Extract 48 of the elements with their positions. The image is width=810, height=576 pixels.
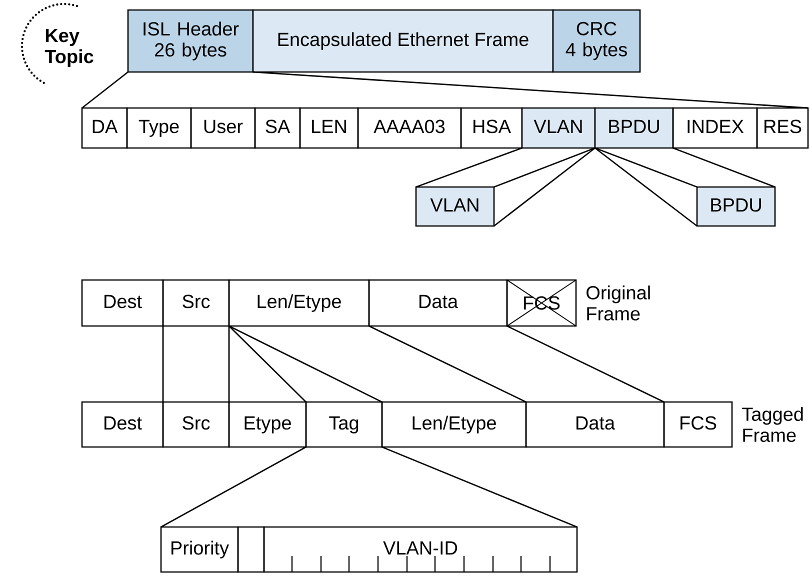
- expansion-line: [506, 325, 664, 403]
- frame-field: ISL Header 26 bytes: [127, 9, 254, 73]
- expansion-line: [494, 147, 596, 227]
- frame-label: Original Frame: [586, 286, 650, 320]
- expansion-line: [594, 147, 698, 227]
- expansion-line: [162, 326, 164, 402]
- field-detail-box: BPDU: [696, 186, 776, 227]
- frame-field: Len/Etype: [228, 279, 370, 327]
- expansion-line: [228, 326, 230, 402]
- expansion-line: [672, 147, 776, 188]
- frame-field: CRC 4 bytes: [552, 9, 641, 73]
- frame-field: Data: [368, 279, 508, 327]
- expansion-line: [368, 325, 526, 403]
- header-field: INDEX: [672, 107, 758, 149]
- empty-field: [237, 526, 265, 573]
- header-field: AAAA03: [357, 107, 462, 149]
- header-field: User: [190, 107, 256, 149]
- tag-field: VLAN-ID: [263, 526, 578, 573]
- expansion-line: [416, 147, 522, 188]
- frame-label: Tagged Frame: [742, 407, 803, 442]
- header-field: Type: [126, 107, 192, 149]
- expansion-line: [160, 446, 306, 528]
- frame-field: Etype: [228, 401, 307, 448]
- header-field: DA: [81, 107, 128, 149]
- header-field: RES: [756, 107, 809, 149]
- key-topic-label: Key Topic: [44, 29, 94, 67]
- frame-field: Tag: [305, 401, 383, 448]
- expansion-line: [252, 71, 808, 109]
- frame-field: Src: [162, 401, 230, 448]
- expansion-line: [228, 325, 382, 403]
- frame-field: FCS: [663, 401, 733, 448]
- tag-field: Priority: [160, 526, 239, 573]
- field-detail-box: VLAN: [415, 186, 495, 227]
- frame-field: Data: [525, 401, 665, 448]
- header-field: BPDU: [594, 107, 674, 149]
- frame-field: Encapsulated Ethernet Frame: [252, 9, 554, 73]
- expansion-line: [594, 147, 698, 188]
- frame-field: Src: [162, 279, 230, 327]
- header-field: LEN: [299, 107, 359, 149]
- header-field: SA: [254, 107, 301, 149]
- expansion-line: [382, 446, 578, 528]
- expansion-line: [494, 147, 596, 188]
- header-field: VLAN: [521, 107, 596, 149]
- expansion-line: [82, 71, 128, 109]
- frame-field: Len/Etype: [381, 401, 527, 448]
- frame-field: Dest: [81, 401, 164, 448]
- expansion-line: [228, 326, 306, 402]
- frame-field: Dest: [81, 279, 164, 327]
